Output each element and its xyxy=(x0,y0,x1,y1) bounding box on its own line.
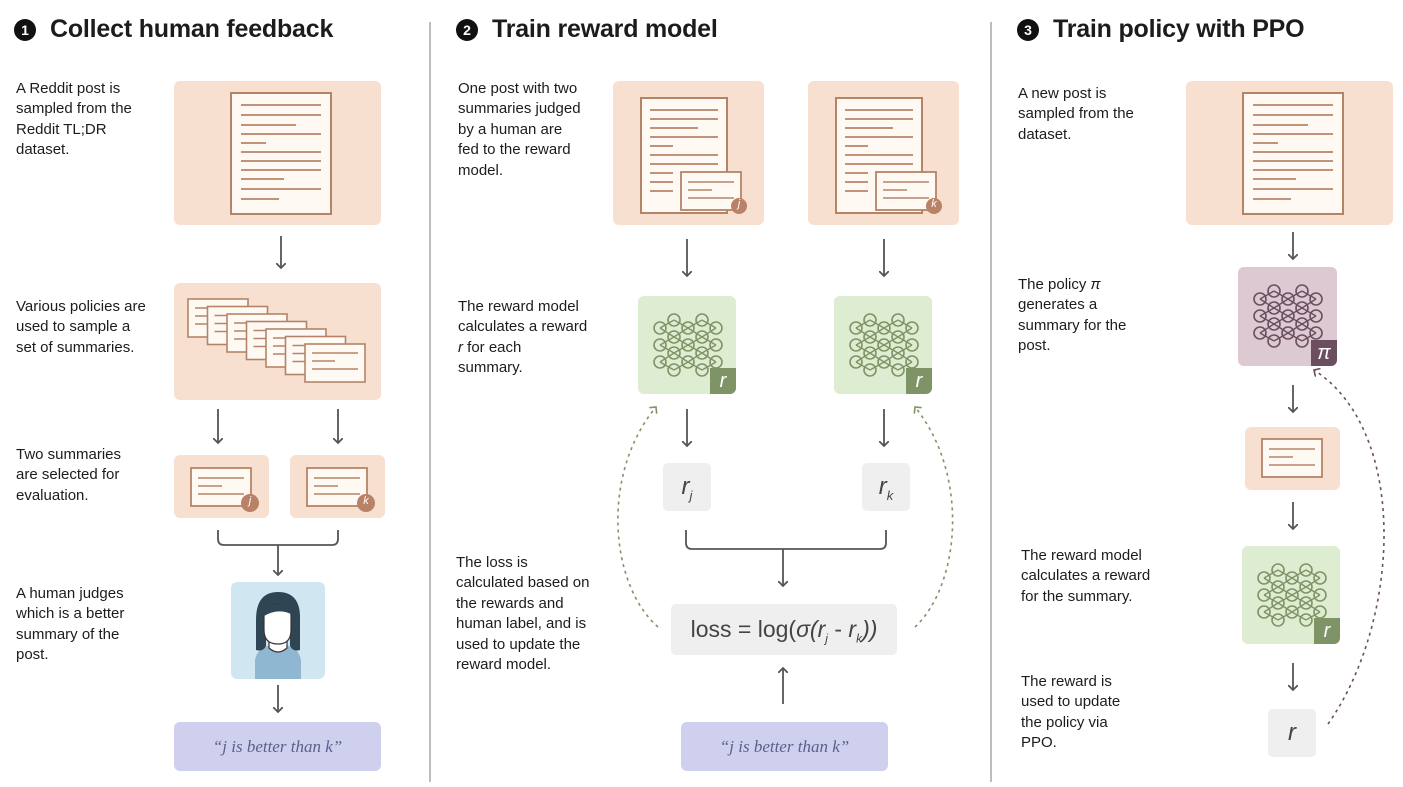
reward-desc-text: The reward model calculates a reward r f… xyxy=(458,298,588,377)
reward-value: r xyxy=(1268,709,1316,757)
flow-arrow xyxy=(1283,232,1303,263)
reward-badge: r xyxy=(710,368,736,394)
summary-label-k: k xyxy=(363,495,369,507)
step-description: The reward model calculates a reward r f… xyxy=(458,297,588,379)
step-title: Train reward model xyxy=(492,15,718,43)
human-label: “j is better than k” xyxy=(681,722,888,771)
step-description: The reward is used to update the policy … xyxy=(1021,673,1121,752)
loss-r: r xyxy=(817,616,826,642)
step-description: A Reddit post is sampled from the Reddit… xyxy=(16,80,132,159)
human-label: “j is better than k” xyxy=(174,722,381,771)
summary-label-j: j xyxy=(737,198,741,210)
reward-model: r xyxy=(1242,546,1340,644)
flow-arrow xyxy=(1283,385,1303,416)
reddit-post-panel xyxy=(174,81,381,225)
flow-arrow xyxy=(1283,502,1303,533)
summary-k-card: k xyxy=(290,455,385,518)
generated-summary-card xyxy=(1245,427,1340,490)
flow-arrow xyxy=(874,239,894,280)
reward-subscript: j xyxy=(689,487,693,503)
policy-desc-pre: The policy xyxy=(1018,276,1091,293)
flow-arrow xyxy=(1283,663,1303,694)
summary-label-j: j xyxy=(248,495,252,507)
policy-desc-post: generates a summary for the post. xyxy=(1018,296,1127,355)
step-description: Two summaries are selected for evaluatio… xyxy=(16,446,122,504)
flow-arrow xyxy=(874,409,894,450)
flow-arrow xyxy=(328,409,348,447)
loss-formula: loss = log(σ(rj - rk)) xyxy=(671,604,897,655)
summary-j-card: j xyxy=(174,455,269,518)
neural-network-icon xyxy=(653,313,723,377)
reward-symbol: r xyxy=(681,473,690,500)
step-description: One post with two summaries judged by a … xyxy=(458,80,581,179)
summary-label-k: k xyxy=(931,198,937,210)
post-summary-k-panel: k xyxy=(808,81,959,225)
person-icon xyxy=(255,592,301,679)
reward-badge: r xyxy=(906,368,932,394)
neural-network-icon xyxy=(1253,284,1323,348)
flow-arrow xyxy=(268,685,288,716)
loss-minus: - xyxy=(827,616,849,642)
step-description: A human judges which is a better summary… xyxy=(16,585,125,664)
document-icon xyxy=(1242,92,1344,215)
policy-badge: π xyxy=(1311,340,1337,366)
column-divider xyxy=(990,22,992,782)
ppo-update-arrow xyxy=(1300,362,1385,725)
update-feedback-arrow xyxy=(900,395,954,628)
neural-network-icon xyxy=(1257,563,1327,627)
document-with-summary-icon xyxy=(640,97,747,214)
new-post-panel xyxy=(1186,81,1393,225)
merge-bracket-arrow xyxy=(217,530,339,580)
step-number-badge: 2 xyxy=(456,19,478,41)
step-number-badge: 1 xyxy=(14,19,36,41)
summary-icon xyxy=(190,467,259,512)
loss-r: r xyxy=(848,616,857,642)
document-icon xyxy=(230,92,332,215)
column-divider xyxy=(429,22,431,782)
merge-bracket-arrow xyxy=(685,530,887,591)
policy-model: π xyxy=(1238,267,1337,366)
flow-arrow xyxy=(677,239,697,280)
reward-model-k: r xyxy=(834,296,932,394)
step-description: The reward model calculates a reward for… xyxy=(1021,547,1151,605)
loss-suffix: )) xyxy=(862,616,878,642)
step-description: The policy π generates a summary for the… xyxy=(1018,275,1153,357)
update-feedback-arrow xyxy=(617,395,659,628)
summary-stack-icon xyxy=(187,298,366,383)
flow-arrow xyxy=(208,409,228,447)
loss-sigma: σ( xyxy=(796,616,818,642)
reward-value-k: rk xyxy=(862,463,910,511)
post-summary-j-panel: j xyxy=(613,81,764,225)
flow-arrow xyxy=(773,660,793,704)
loss-sub-k: k xyxy=(856,631,863,646)
loss-sub-j: j xyxy=(825,631,828,646)
human-judge-avatar xyxy=(231,582,325,679)
step-title: Train policy with PPO xyxy=(1053,15,1305,43)
reward-value-j: rj xyxy=(663,463,711,511)
loss-prefix: loss = log( xyxy=(690,616,797,642)
step-description: The loss is calculated based on the rewa… xyxy=(456,554,590,674)
reward-badge: r xyxy=(1314,618,1340,644)
reward-model-j: r xyxy=(638,296,736,394)
flow-arrow xyxy=(271,236,291,272)
summary-icon xyxy=(306,467,375,512)
reward-symbol: r xyxy=(458,338,463,356)
reward-symbol: r xyxy=(878,473,887,500)
flow-arrow xyxy=(677,409,697,450)
step-title: Collect human feedback xyxy=(50,15,334,43)
step-description: Various policies are used to sample a se… xyxy=(16,298,146,356)
policy-desc-pi: π xyxy=(1090,276,1101,293)
document-with-summary-icon xyxy=(835,97,942,214)
reward-subscript: k xyxy=(886,487,894,503)
neural-network-icon xyxy=(849,313,919,377)
step-number-badge: 3 xyxy=(1017,19,1039,41)
policy-summaries-panel xyxy=(174,283,381,400)
step-description: A new post is sampled from the dataset. xyxy=(1018,85,1134,143)
summary-icon xyxy=(1261,438,1323,478)
